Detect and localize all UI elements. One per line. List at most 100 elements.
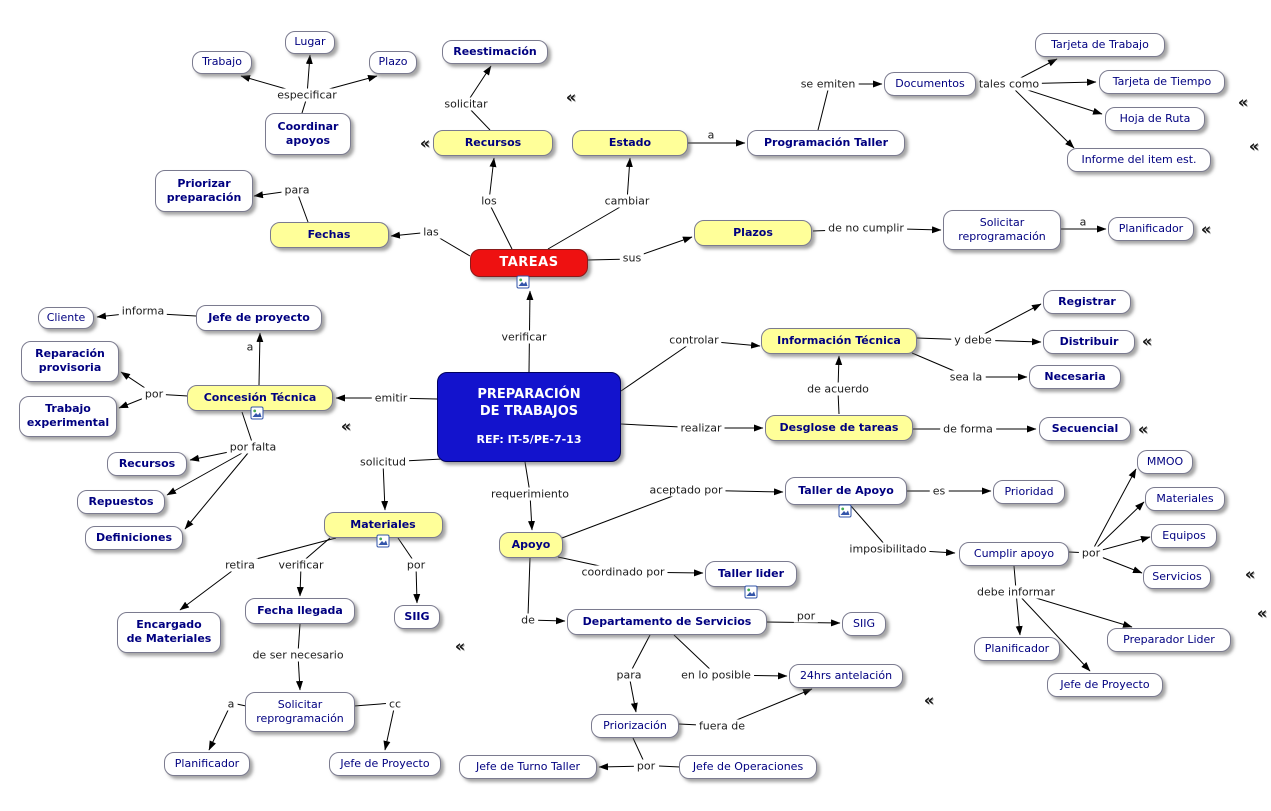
link-label-por-2[interactable]: por (1078, 546, 1104, 560)
hidden-info-chevron-icon[interactable]: « (340, 416, 351, 436)
link-label-retira[interactable]: retira (222, 558, 258, 572)
concept-fechas[interactable]: Fechas (269, 222, 389, 248)
concept-tareas[interactable]: TAREAS (470, 249, 588, 277)
link-label-verificar-1[interactable]: verificar (498, 330, 550, 344)
link-label-coordinado-por[interactable]: coordinado por (578, 565, 668, 579)
concept-tarjeta-de-trabajo[interactable]: Tarjeta de Trabajo (1035, 33, 1165, 57)
concept-jefe-de-proyecto-2[interactable]: Jefe de Proyecto (329, 752, 441, 776)
concept-antelacion-24hrs[interactable]: 24hrs antelación (789, 664, 903, 688)
link-label-verificar-2[interactable]: verificar (275, 558, 327, 572)
hidden-info-chevron-icon[interactable]: « (1141, 331, 1152, 351)
link-label-especificar[interactable]: especificar (274, 88, 340, 102)
link-label-realizar[interactable]: realizar (677, 421, 725, 435)
concept-departamento-de-servicios[interactable]: Departamento de Servicios (567, 609, 767, 635)
concept-registrar[interactable]: Registrar (1043, 290, 1131, 314)
taller-lider-resource-icon[interactable] (744, 585, 758, 599)
hidden-info-chevron-icon[interactable]: « (1237, 92, 1248, 112)
taller-de-apoyo-resource-icon[interactable] (838, 504, 852, 518)
link-label-por-falta[interactable]: por falta (226, 440, 280, 454)
concept-trabajo[interactable]: Trabajo (192, 50, 252, 74)
link-label-por-5[interactable]: por (633, 759, 659, 773)
concept-repuestos[interactable]: Repuestos (77, 490, 165, 514)
link-label-solicitud[interactable]: solicitud (357, 455, 409, 469)
link-label-se-emiten[interactable]: se emiten (797, 77, 859, 91)
tareas-resource-icon[interactable] (516, 275, 530, 289)
concept-recursos[interactable]: Recursos (433, 130, 553, 156)
link-label-para-1[interactable]: para (281, 183, 313, 197)
link-label-debe-informar[interactable]: debe informar (974, 585, 1058, 599)
link-label-las[interactable]: las (420, 225, 442, 239)
hidden-info-chevron-icon[interactable]: « (454, 636, 465, 656)
hidden-info-chevron-icon[interactable]: « (1244, 564, 1255, 584)
concept-materiales-2[interactable]: Materiales (1145, 487, 1225, 511)
concept-lugar[interactable]: Lugar (285, 30, 335, 54)
concept-estado[interactable]: Estado (572, 130, 688, 156)
concept-prioridad[interactable]: Prioridad (993, 480, 1065, 504)
concept-distribuir[interactable]: Distribuir (1043, 330, 1135, 354)
hidden-info-chevron-icon[interactable]: « (1200, 219, 1211, 239)
concept-informe-del-item[interactable]: Informe del item est. (1067, 148, 1211, 172)
link-label-emitir[interactable]: emitir (371, 391, 411, 405)
link-label-a-1[interactable]: a (704, 128, 718, 142)
concept-preparador-lider[interactable]: Preparador Lider (1107, 628, 1231, 652)
link-label-por-3[interactable]: por (403, 558, 429, 572)
concept-mmoo[interactable]: MMOO (1137, 450, 1193, 474)
concept-priorizar-preparacion[interactable]: Priorizar preparación (155, 170, 253, 212)
link-label-aceptado-por[interactable]: aceptado por (646, 483, 726, 497)
concept-fecha-llegada[interactable]: Fecha llegada (245, 598, 355, 624)
concept-planificador-3[interactable]: Planificador (974, 637, 1060, 661)
link-label-solicitar[interactable]: solicitar (441, 97, 491, 111)
link-label-para-2[interactable]: para (613, 668, 645, 682)
concept-siig-2[interactable]: SIIG (842, 612, 886, 636)
concept-priorizacion[interactable]: Priorización (591, 714, 679, 738)
concept-trabajo-experimental[interactable]: Trabajo experimental (19, 395, 117, 437)
link-label-cc[interactable]: cc (385, 697, 405, 711)
link-label-de-no-cumplir[interactable]: de no cumplir (825, 221, 907, 235)
link-label-de[interactable]: de (518, 613, 538, 627)
concept-definiciones[interactable]: Definiciones (85, 526, 183, 550)
concept-coordinar-apoyos[interactable]: Coordinar apoyos (265, 113, 351, 155)
link-label-de-ser-necesario[interactable]: de ser necesario (249, 648, 347, 662)
concept-solicitar-reprogramacion-2[interactable]: Solicitar reprogramación (245, 692, 355, 732)
concept-taller-lider[interactable]: Taller lider (705, 561, 797, 587)
concept-jefe-de-proyecto-3[interactable]: Jefe de Proyecto (1047, 673, 1163, 697)
link-label-en-lo-posible[interactable]: en lo posible (678, 668, 754, 682)
concept-solicitar-reprogramacion-1[interactable]: Solicitar reprogramación (943, 210, 1061, 250)
hidden-info-chevron-icon[interactable]: « (565, 87, 576, 107)
hidden-info-chevron-icon[interactable]: « (1137, 419, 1148, 439)
link-label-a-4[interactable]: a (224, 697, 238, 711)
concept-apoyo[interactable]: Apoyo (499, 532, 563, 558)
link-label-sus[interactable]: sus (619, 251, 645, 265)
concept-equipos[interactable]: Equipos (1151, 524, 1217, 548)
link-label-a-2[interactable]: a (1076, 215, 1090, 229)
link-label-controlar[interactable]: controlar (666, 333, 722, 347)
link-label-es[interactable]: es (929, 484, 949, 498)
concesion-tecnica-resource-icon[interactable] (250, 406, 264, 420)
concept-hoja-de-ruta[interactable]: Hoja de Ruta (1105, 107, 1205, 131)
concept-jefe-de-proyecto-1[interactable]: Jefe de proyecto (196, 305, 322, 331)
hidden-info-chevron-icon[interactable]: « (1256, 603, 1267, 623)
concept-recursos-2[interactable]: Recursos (107, 452, 187, 476)
link-label-a-3[interactable]: a (243, 340, 257, 354)
concept-taller-de-apoyo[interactable]: Taller de Apoyo (785, 477, 907, 505)
concept-reestimacion[interactable]: Reestimación (442, 40, 548, 64)
hidden-info-chevron-icon[interactable]: « (419, 133, 430, 153)
concept-encargado-de-materiales[interactable]: Encargado de Materiales (117, 611, 221, 653)
concept-plazos[interactable]: Plazos (694, 220, 812, 246)
hidden-info-chevron-icon[interactable]: « (923, 690, 934, 710)
link-label-informa[interactable]: informa (118, 304, 168, 318)
link-label-los[interactable]: los (478, 194, 500, 208)
concept-necesaria[interactable]: Necesaria (1029, 365, 1121, 389)
concept-planificador-1[interactable]: Planificador (1108, 217, 1194, 241)
concept-plazo[interactable]: Plazo (369, 50, 417, 74)
link-label-tales-como[interactable]: tales como (975, 77, 1043, 91)
concept-reparacion-provisoria[interactable]: Reparación provisoria (21, 340, 119, 382)
concept-cumplir-apoyo[interactable]: Cumplir apoyo (959, 542, 1069, 566)
concept-jefe-de-turno-taller[interactable]: Jefe de Turno Taller (459, 755, 597, 779)
concept-programacion-taller[interactable]: Programación Taller (747, 130, 905, 156)
link-label-sea-la[interactable]: sea la (946, 370, 986, 384)
link-label-por-1[interactable]: por (141, 387, 167, 401)
materiales-resource-icon[interactable] (376, 534, 390, 548)
concept-planificador-2[interactable]: Planificador (164, 752, 250, 776)
